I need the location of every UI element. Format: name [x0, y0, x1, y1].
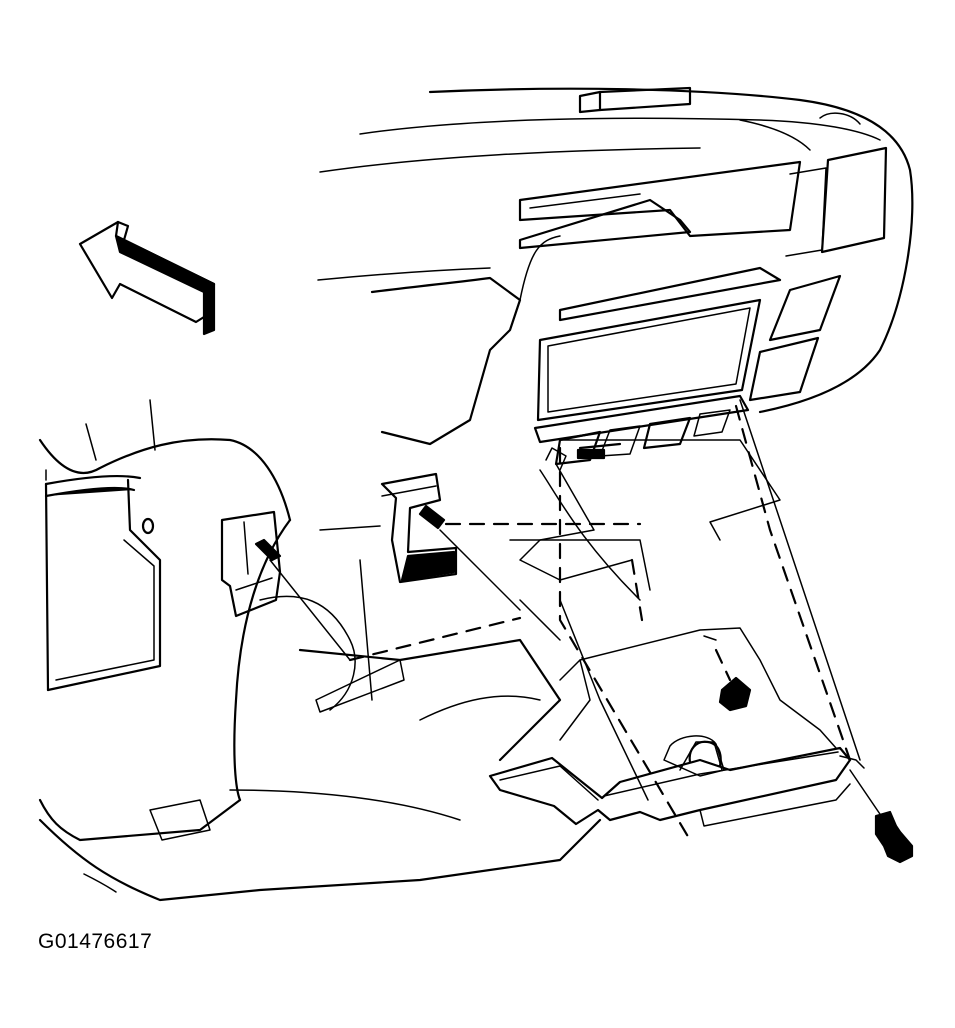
figure-id-label: G01476617	[38, 930, 153, 953]
floor-console	[38, 518, 602, 902]
lower-dash-frame	[38, 399, 522, 692]
instrument-panel	[317, 86, 914, 466]
front-direction-arrow-icon	[78, 220, 216, 336]
mounting-bracket	[380, 472, 642, 611]
knee-bolster-panel	[488, 627, 852, 827]
bolt-icon	[839, 755, 914, 864]
assembly-lines	[509, 399, 861, 842]
